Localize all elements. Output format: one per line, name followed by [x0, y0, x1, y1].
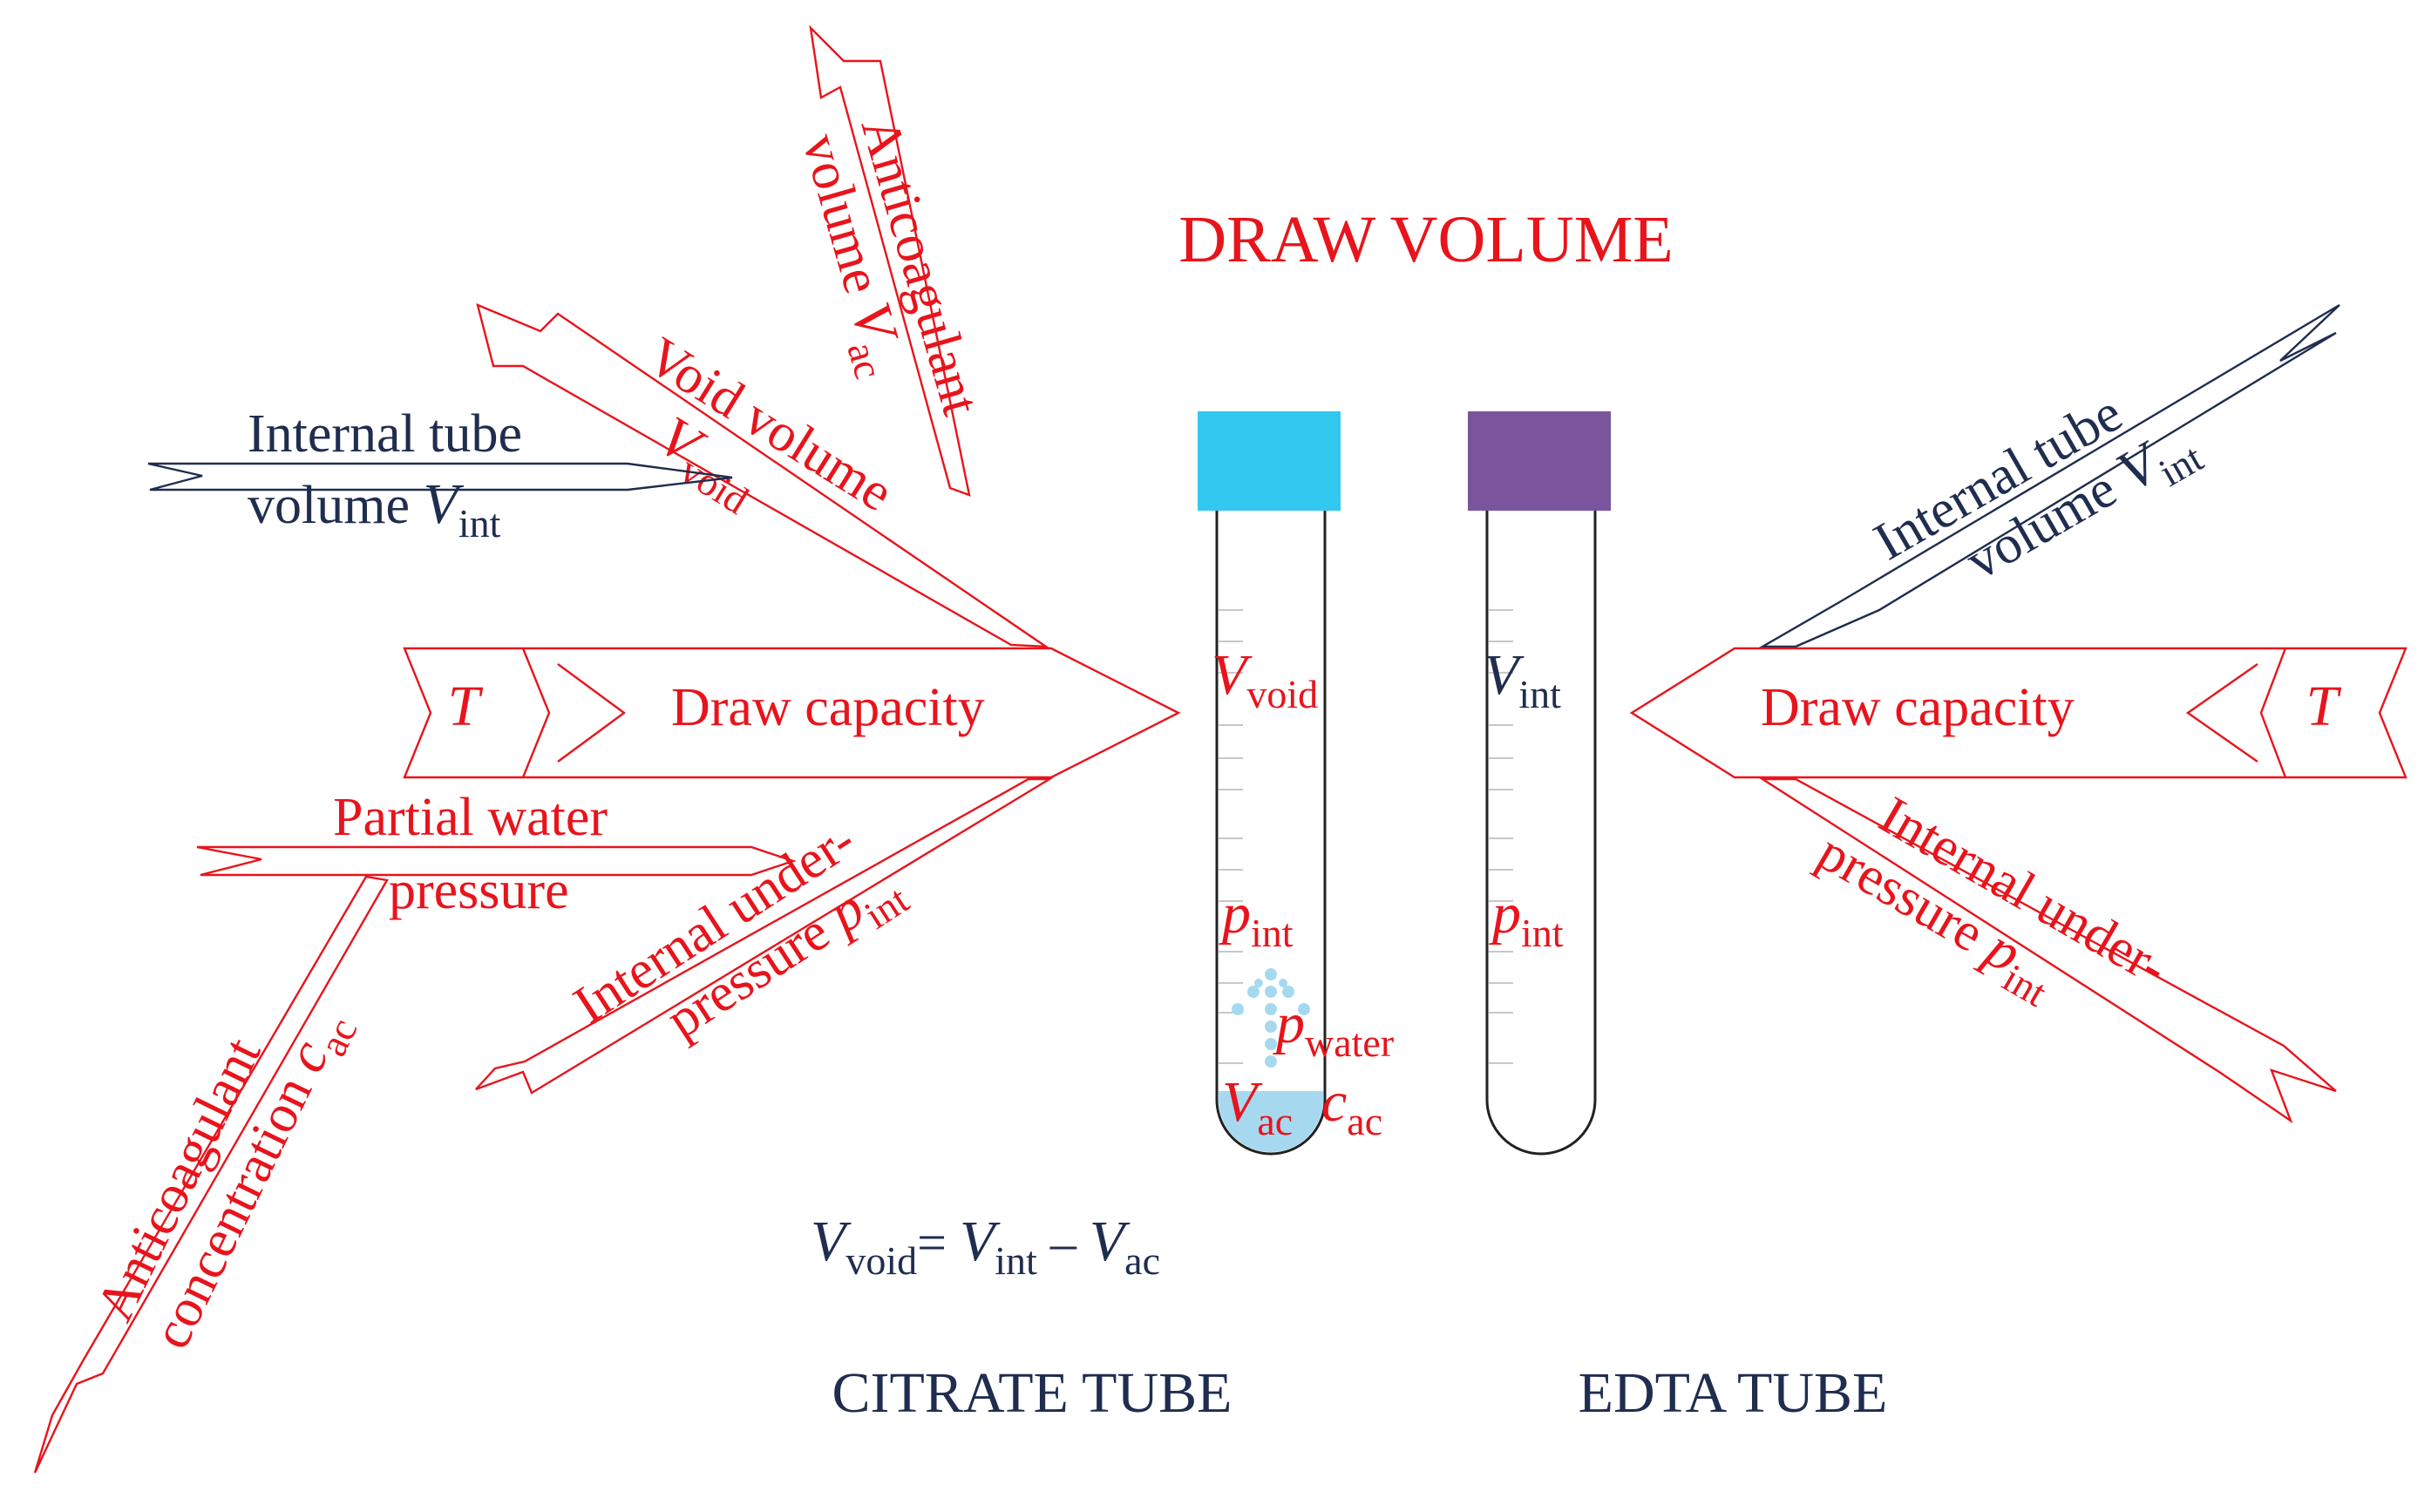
draw-capacity-chevron-right-inner: [2185, 663, 2258, 763]
temperature-label-right: T: [2306, 675, 2342, 738]
diagram-title: DRAW VOLUME: [1178, 203, 1673, 276]
draw-capacity-label-right: Draw capacity: [1761, 678, 2074, 737]
draw-capacity-chevron-left: [521, 648, 551, 778]
internal-tube-volume-label: Internal tube volume Vint: [248, 404, 522, 546]
svg-text:volume Vint: volume Vint: [248, 472, 501, 546]
anticoagulant-concentration-label: Anticoagulant concentration cac: [85, 1011, 365, 1357]
citrate-p-int-label: pint: [1219, 882, 1294, 955]
citrate-tube-body: [1215, 511, 1327, 1156]
partial-water-pressure-arrow: [196, 845, 797, 877]
internal-underpressure-arrow-right: [1758, 777, 2337, 1124]
citrate-tube-label: CITRATE TUBE: [832, 1361, 1232, 1425]
anticoagulant-concentration-arrow: [33, 875, 389, 1474]
citrate-tube-liquid: [1219, 1091, 1323, 1152]
temperature-label-left: T: [448, 675, 484, 738]
internal-underpressure-label-right: Internal under- pressure pint: [1808, 785, 2177, 1015]
internal-tube-volume-label-right: Internal tube volume Vint: [1864, 383, 2210, 592]
citrate-tube-cap: [1198, 411, 1341, 511]
draw-capacity-arrow-left: [403, 647, 1181, 779]
internal-tube-volume-arrow: [147, 462, 733, 492]
edta-tube-graduations: [1489, 609, 1513, 1064]
citrate-tube: Vvoid pint pwater Vac cac: [1198, 411, 1394, 1156]
anticoagulant-volume-label: Anticoagulant volume Vac: [791, 111, 990, 421]
citrate-c-ac-label: cac: [1321, 1070, 1382, 1143]
draw-capacity-chevron-right: [2259, 648, 2287, 778]
edta-tube-label: EDTA TUBE: [1579, 1361, 1888, 1425]
internal-underpressure-arrow-left: [475, 777, 1054, 1095]
citrate-v-ac-label: Vac: [1222, 1070, 1293, 1143]
void-volume-equation: Vvoid= Vint – Vac: [811, 1210, 1160, 1283]
edta-tube-body: [1485, 511, 1597, 1156]
draw-capacity-chevron-left-inner: [557, 663, 627, 763]
edta-tube: Vint pint: [1468, 411, 1611, 1156]
anticoagulant-volume-arrow: [809, 24, 971, 497]
internal-tube-volume-arrow-right: [1758, 303, 2340, 648]
void-volume-arrow: [476, 302, 1050, 648]
draw-capacity-arrow-right: [1629, 647, 2407, 779]
svg-text:pressure: pressure: [389, 861, 569, 920]
citrate-p-water-label: pwater: [1273, 992, 1394, 1065]
edta-p-int-label: pint: [1489, 882, 1564, 955]
edta-tube-cap: [1468, 411, 1611, 511]
draw-capacity-label-left: Draw capacity: [671, 678, 985, 737]
citrate-tube-graduations: [1219, 609, 1243, 1064]
edta-v-int-label: Vint: [1484, 643, 1561, 716]
water-vapor-arrow: [1232, 968, 1310, 1068]
svg-text:Partial water: Partial water: [333, 788, 608, 847]
partial-water-pressure-label: Partial water pressure: [333, 788, 608, 920]
citrate-v-void-label: Vvoid: [1212, 643, 1318, 716]
svg-text:Internal tube: Internal tube: [248, 404, 522, 464]
